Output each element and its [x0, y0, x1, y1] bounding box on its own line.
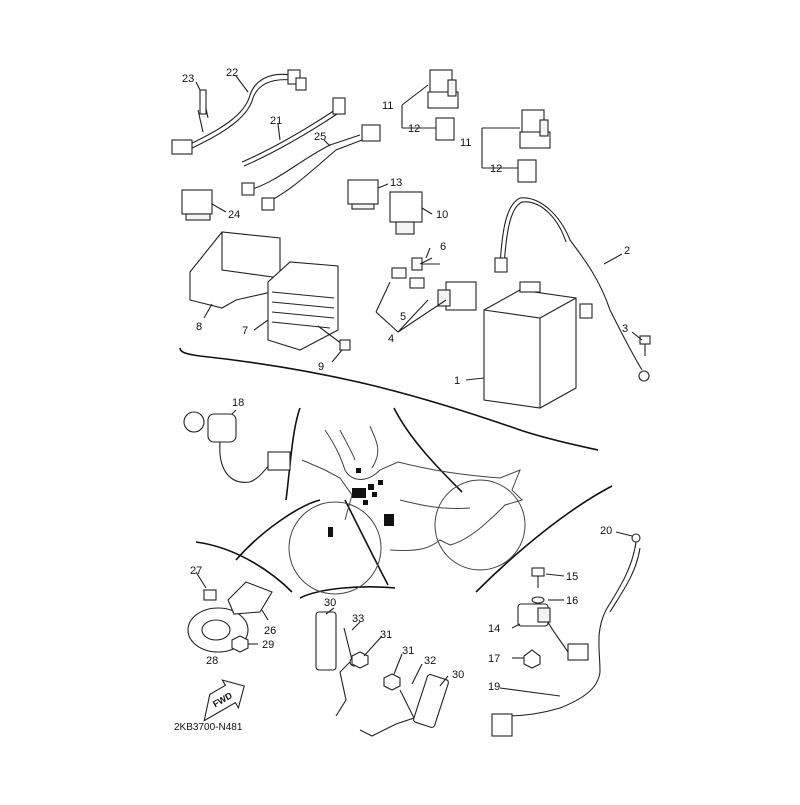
callout-11a: 11 — [382, 100, 393, 112]
callout-13: 13 — [390, 177, 402, 189]
callout-1: 1 — [454, 375, 460, 387]
callout-12a: 12 — [408, 123, 420, 135]
screw-15 — [531, 567, 545, 588]
callout-33: 33 — [352, 613, 364, 625]
bottom-center-divider — [344, 499, 389, 586]
callout-8: 8 — [196, 321, 202, 333]
callout-2: 2 — [624, 245, 630, 257]
fuse-5 — [391, 267, 425, 289]
right-section-divider — [475, 485, 613, 593]
callout-5: 5 — [400, 311, 406, 323]
callout-20: 20 — [600, 525, 612, 537]
center-right-divider — [393, 407, 463, 493]
clip-23 — [197, 89, 209, 133]
callout-28: 28 — [206, 655, 218, 667]
diagram-code: 2KB3700-N481 — [174, 722, 243, 733]
damper-30b — [413, 674, 449, 728]
callout-9: 9 — [318, 361, 324, 373]
sensor-14 — [517, 603, 551, 627]
fwd-arrow: FWD — [203, 679, 245, 722]
bracket-32 — [359, 689, 415, 737]
callout-31a: 31 — [380, 629, 392, 641]
callout-21: 21 — [270, 115, 282, 127]
callout-7: 7 — [242, 325, 248, 337]
relay-socket-12b — [517, 159, 537, 183]
relay-24 — [181, 189, 213, 221]
callout-16: 16 — [566, 595, 578, 607]
callout-12b: 12 — [490, 163, 502, 175]
motorcycle-silhouette — [288, 425, 526, 595]
callout-27: 27 — [190, 565, 202, 577]
component-location-markers — [328, 468, 394, 537]
bolt-6 — [411, 257, 440, 271]
callout-19: 19 — [488, 681, 500, 693]
rear-wheel — [434, 479, 526, 571]
horn-center-divider — [235, 499, 321, 561]
fuse-box-4 — [437, 281, 477, 311]
bracket-4 — [375, 281, 447, 333]
wire-lead-21 — [241, 97, 346, 167]
callout-25: 25 — [314, 131, 326, 143]
bracket-11a — [401, 84, 436, 129]
rectifier-regulator-7 — [267, 261, 339, 351]
callout-18: 18 — [232, 397, 244, 409]
callout-3: 3 — [622, 323, 628, 335]
battery-1 — [483, 281, 577, 409]
connector-19 — [491, 621, 589, 737]
damper-30a — [315, 611, 337, 671]
washer-16 — [531, 596, 545, 604]
relay-socket-12a — [435, 117, 455, 141]
nut-31b — [383, 673, 401, 691]
callout-30b: 30 — [452, 669, 464, 681]
callout-23: 23 — [182, 73, 194, 85]
center-section-outline — [285, 407, 301, 501]
horn-bracket-26 — [227, 581, 273, 615]
dc-socket-18 — [183, 411, 291, 483]
sub-lead-25 — [241, 124, 381, 211]
callout-17: 17 — [488, 653, 500, 665]
callout-24: 24 — [228, 209, 240, 221]
callout-29: 29 — [262, 639, 274, 651]
nut-29 — [231, 635, 249, 653]
callout-6: 6 — [440, 241, 446, 253]
relay-11b — [519, 109, 551, 149]
bolt-9 — [317, 325, 351, 351]
flasher-relay-10 — [389, 191, 423, 235]
callout-32: 32 — [424, 655, 436, 667]
callout-22: 22 — [226, 67, 238, 79]
callout-30a: 30 — [324, 597, 336, 609]
relay-13 — [347, 179, 379, 210]
callout-14: 14 — [488, 623, 500, 635]
relay-11a — [427, 69, 459, 109]
callout-15: 15 — [566, 571, 578, 583]
front-wheel — [288, 501, 382, 595]
bolt-27 — [203, 589, 217, 601]
cover-8 — [189, 231, 281, 309]
bracket-11b — [481, 127, 520, 169]
wire-lead-20 — [505, 533, 641, 717]
callout-31b: 31 — [402, 645, 414, 657]
callout-leaders — [195, 75, 643, 697]
horn-section-divider — [195, 541, 293, 593]
callout-10: 10 — [436, 209, 448, 221]
bracket-33 — [335, 627, 359, 717]
callout-4: 4 — [388, 333, 394, 345]
callout-26: 26 — [264, 625, 276, 637]
bracket-section-divider — [299, 586, 396, 599]
sub-wire-harness-22 — [171, 69, 307, 155]
collar-17 — [523, 649, 541, 669]
battery-lead-2 — [494, 197, 650, 382]
callout-11b: 11 — [460, 137, 471, 149]
bolt-3 — [639, 335, 651, 356]
upper-section-divider — [179, 347, 599, 451]
